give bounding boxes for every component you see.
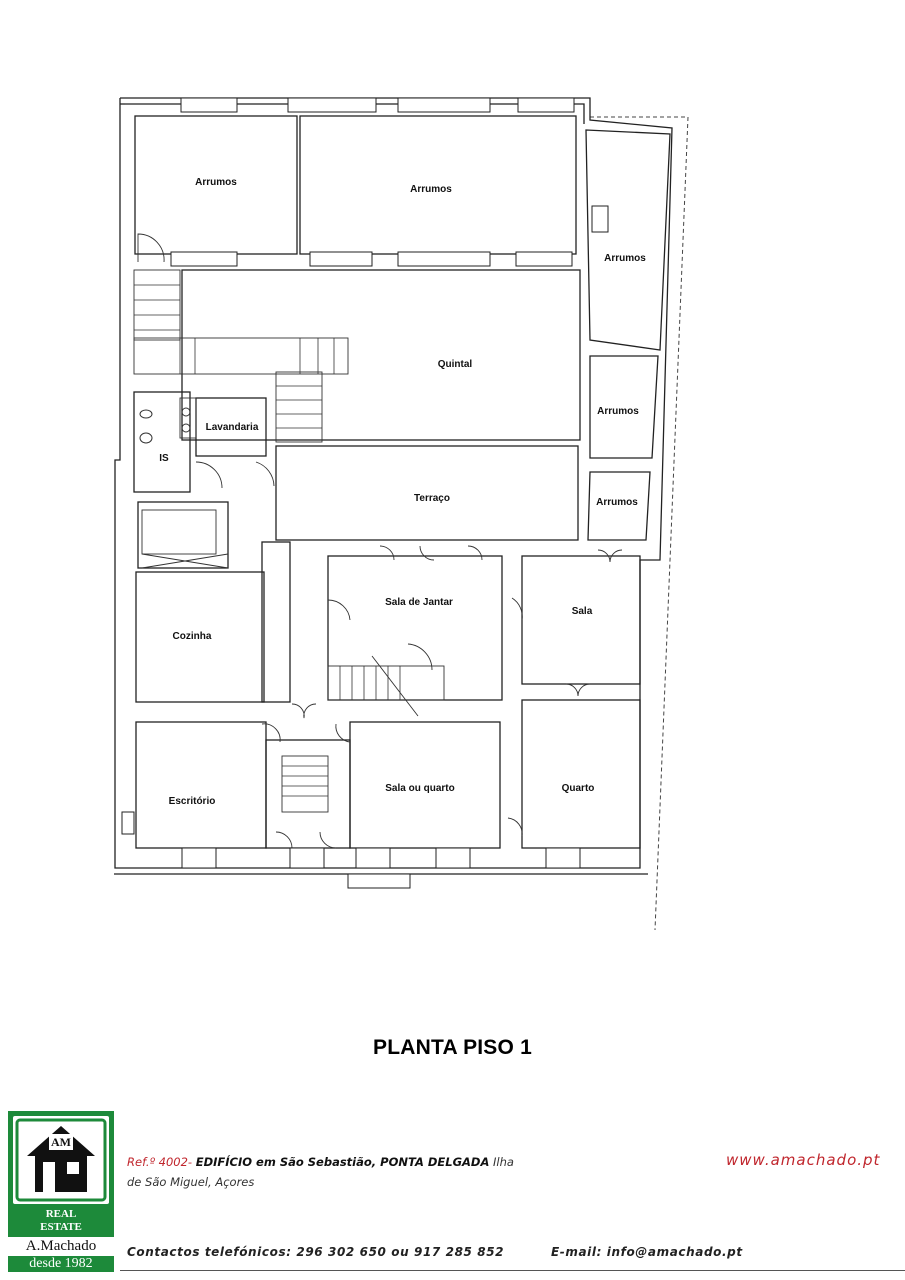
courtyard-walls [133, 269, 581, 443]
company-logo: AM REAL ESTATE A.Machado desde 1982 [8, 1111, 114, 1272]
room-label-sala-quarto: Sala ou quarto [385, 783, 454, 794]
plot-boundary [590, 116, 689, 931]
listing-location-b: de São Miguel, Açores [127, 1175, 255, 1189]
exterior-walls [114, 97, 673, 875]
room-label-sala-jantar: Sala de Jantar [385, 597, 453, 608]
logo-since: desde 1982 [8, 1256, 114, 1272]
room-label-arrumos-2: Arrumos [410, 184, 452, 195]
room-label-lavandaria: Lavandaria [206, 422, 259, 433]
middle-walls [135, 541, 641, 717]
service-walls [133, 391, 579, 569]
contact-email[interactable]: E-mail: info@amachado.pt [551, 1245, 743, 1259]
svg-text:AM: AM [51, 1135, 71, 1149]
room-label-quarto: Quarto [562, 783, 595, 794]
logo-estate: ESTATE [40, 1221, 82, 1233]
floor-plan: Arrumos Arrumos Arrumos Quintal Arrumos … [114, 97, 689, 931]
listing-reference: Ref.º 4002- EDIFÍCIO em São Sebastião, P… [127, 1152, 557, 1192]
listing-ref-code: Ref.º 4002- [127, 1155, 193, 1169]
plan-title: PLANTA PISO 1 [373, 1036, 532, 1059]
top-storage-walls [134, 97, 671, 541]
room-label-arrumos-3: Arrumos [604, 253, 646, 264]
logo-real: REAL [45, 1208, 77, 1220]
room-label-cozinha: Cozinha [173, 631, 212, 642]
room-label-is: IS [159, 453, 169, 464]
website-link[interactable]: www.amachado.pt [726, 1151, 881, 1169]
room-label-terraco: Terraço [414, 493, 450, 504]
room-label-sala: Sala [572, 606, 593, 617]
contact-phones: Contactos telefónicos: 296 302 650 ou 91… [127, 1245, 505, 1259]
house-logo-icon: AM [15, 1118, 107, 1202]
room-label-arrumos-5: Arrumos [596, 497, 638, 508]
listing-title: EDIFÍCIO em São Sebastião, PONTA DELGADA [195, 1155, 490, 1169]
room-label-escritorio: Escritório [169, 796, 216, 807]
room-label-arrumos-4: Arrumos [597, 406, 639, 417]
footer-divider [120, 1270, 905, 1271]
listing-location-a: Ilha [493, 1155, 514, 1169]
room-label-arrumos-1: Arrumos [195, 177, 237, 188]
logo-name: A.Machado [8, 1237, 114, 1255]
bottom-walls [121, 699, 641, 889]
room-label-quintal: Quintal [438, 359, 473, 370]
